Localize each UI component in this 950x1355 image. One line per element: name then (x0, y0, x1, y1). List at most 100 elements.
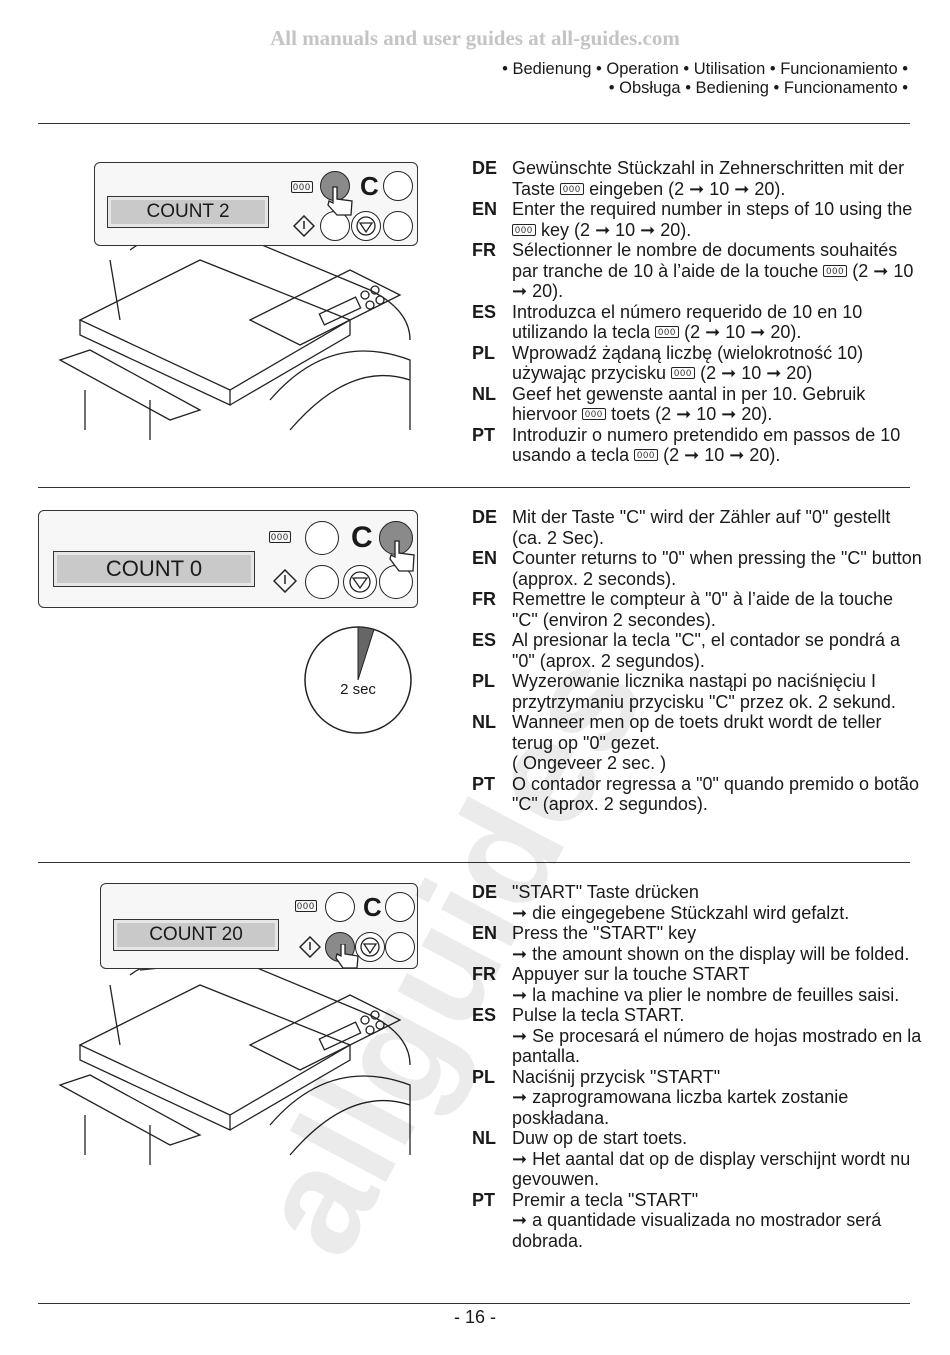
instruction-result: ➞ a quantidade visualizada no mostrador … (512, 1210, 882, 1251)
instruction-pt: PT Premir a tecla "START"➞ a quantidade v… (472, 1190, 922, 1252)
clear-key-label: C (360, 171, 379, 201)
instruction-text: Al presionar la tecla "C", el contador s… (512, 630, 900, 671)
site-watermark: All manuals and user guides at all-guide… (270, 26, 680, 50)
instruction-text: Enter the required number in steps of 10… (512, 199, 913, 219)
start-icon (293, 215, 315, 237)
lang-code: FR (472, 964, 496, 984)
clear-key-label: C (351, 521, 373, 554)
instruction-result: ➞ Het aantal dat op de display verschijn… (512, 1148, 911, 1190)
quantity-key-icon: 000 (671, 367, 696, 379)
page-number: - 16 - (453, 1307, 496, 1327)
instruction-text: O contador regressa a "0" quando premido… (512, 773, 920, 815)
lang-code: DE (472, 507, 498, 527)
instruction-text: Introduzir o numero pretendido em passos… (512, 424, 901, 466)
quantity-key-icon: 000 (634, 449, 659, 461)
instruction-text: (2 ➞ 10 ➞ 20). (512, 260, 914, 302)
clock-icon (304, 626, 412, 734)
pointing-hand-icon (327, 186, 353, 216)
lang-code: NL (472, 1128, 496, 1148)
instruction-text: (2 ➞ 10 ➞ 20). (663, 445, 781, 465)
start-button[interactable] (320, 211, 350, 241)
clear-button[interactable] (385, 892, 415, 922)
instruction-text: Introduzca el número requerido de 10 en … (512, 301, 863, 343)
lang-code: PT (472, 1189, 496, 1210)
quantity-button[interactable] (305, 521, 339, 555)
instruction-pl: PL Wyzerowanie licznika nastąpi po naciśn… (472, 671, 922, 712)
lang-code: PL (472, 342, 496, 363)
stop-button[interactable] (355, 932, 385, 962)
count-display: COUNT 0 (53, 551, 255, 587)
instruction-text: "START" Taste drücken (512, 882, 699, 902)
page-header: • Bedienung • Operation • Utilisation • … (502, 60, 908, 98)
instruction-text: Premir a tecla "START" (512, 1189, 699, 1210)
instruction-text: ( Ongeveer 2 sec. ) (512, 753, 667, 773)
count-display: COUNT 20 (113, 919, 279, 951)
stop-icon (349, 571, 371, 593)
clock-label: 2 sec (340, 681, 376, 698)
instruction-text: Sélectionner le nombre de documents souh… (512, 240, 898, 281)
header-line-2: • Obsługa • Bediening • Funcionamento • (608, 79, 908, 97)
lang-code: ES (472, 1005, 497, 1025)
instruction-list: DE"START" Taste drücken➞ die eingegebene… (472, 882, 922, 1251)
quantity-key-icon: 000 (582, 408, 607, 420)
section-divider (38, 487, 910, 488)
lang-code: FR (472, 589, 496, 609)
lang-code: ES (472, 301, 497, 322)
instruction-result: ➞ la machine va plier le nombre de feuil… (512, 984, 900, 1005)
instruction-de: DE"START" Taste drücken➞ die eingegebene… (472, 882, 922, 923)
section-divider (38, 862, 910, 863)
pointing-hand-icon (335, 944, 359, 968)
lang-code: DE (472, 158, 498, 178)
quantity-button[interactable] (325, 892, 355, 922)
instruction-text: Wyzerowanie licznika nastąpi po naciśnię… (512, 671, 896, 712)
pointing-hand-icon (389, 540, 415, 572)
instruction-pt: PT O contador regressa a "0" quando premi… (472, 774, 922, 815)
quantity-key-icon: 000 (295, 900, 318, 912)
instruction-es: ES Introduzca el número requerido de 10 e… (472, 302, 922, 343)
instruction-text: Wanneer men op de toets drukt wordt de t… (512, 712, 882, 753)
stop-button[interactable] (351, 211, 381, 241)
start-icon (299, 936, 321, 958)
instruction-text: Counter returns to "0" when pressing the… (512, 548, 922, 589)
extra-button[interactable] (383, 211, 413, 241)
extra-button[interactable] (385, 932, 415, 962)
lang-code: PT (472, 773, 496, 794)
header-line-1: • Bedienung • Operation • Utilisation • … (502, 60, 908, 78)
instruction-result: ➞ zaprogramowana liczba kartek zostanie … (512, 1087, 849, 1128)
quantity-key-icon: 000 (823, 264, 848, 277)
instruction-result: ➞ Se procesará el número de hojas mostra… (512, 1025, 922, 1067)
instruction-text: Appuyer sur la touche START (512, 964, 750, 984)
clear-button[interactable] (383, 171, 413, 201)
lang-code: PL (472, 1066, 496, 1087)
quantity-key-icon: 000 (291, 181, 314, 193)
instruction-text: Pulse la tecla START. (512, 1005, 685, 1025)
instruction-text: Press the "START" key (512, 923, 697, 943)
instruction-text: Geef het gewenste aantal in per 10. Gebr… (512, 383, 866, 425)
instruction-text: key (2 ➞ 10 ➞ 20). (541, 219, 692, 240)
lang-code: NL (472, 712, 496, 732)
header-rule (38, 123, 910, 124)
stop-icon (356, 216, 376, 236)
quantity-key-icon: 000 (269, 531, 292, 543)
lang-code: PL (472, 671, 496, 691)
start-button[interactable] (305, 565, 339, 599)
clear-key-label: C (363, 892, 382, 922)
lang-code: DE (472, 882, 498, 902)
stop-button[interactable] (343, 565, 377, 599)
instruction-es: ES Pulse la tecla START.➞ Se procesará el… (472, 1005, 922, 1067)
